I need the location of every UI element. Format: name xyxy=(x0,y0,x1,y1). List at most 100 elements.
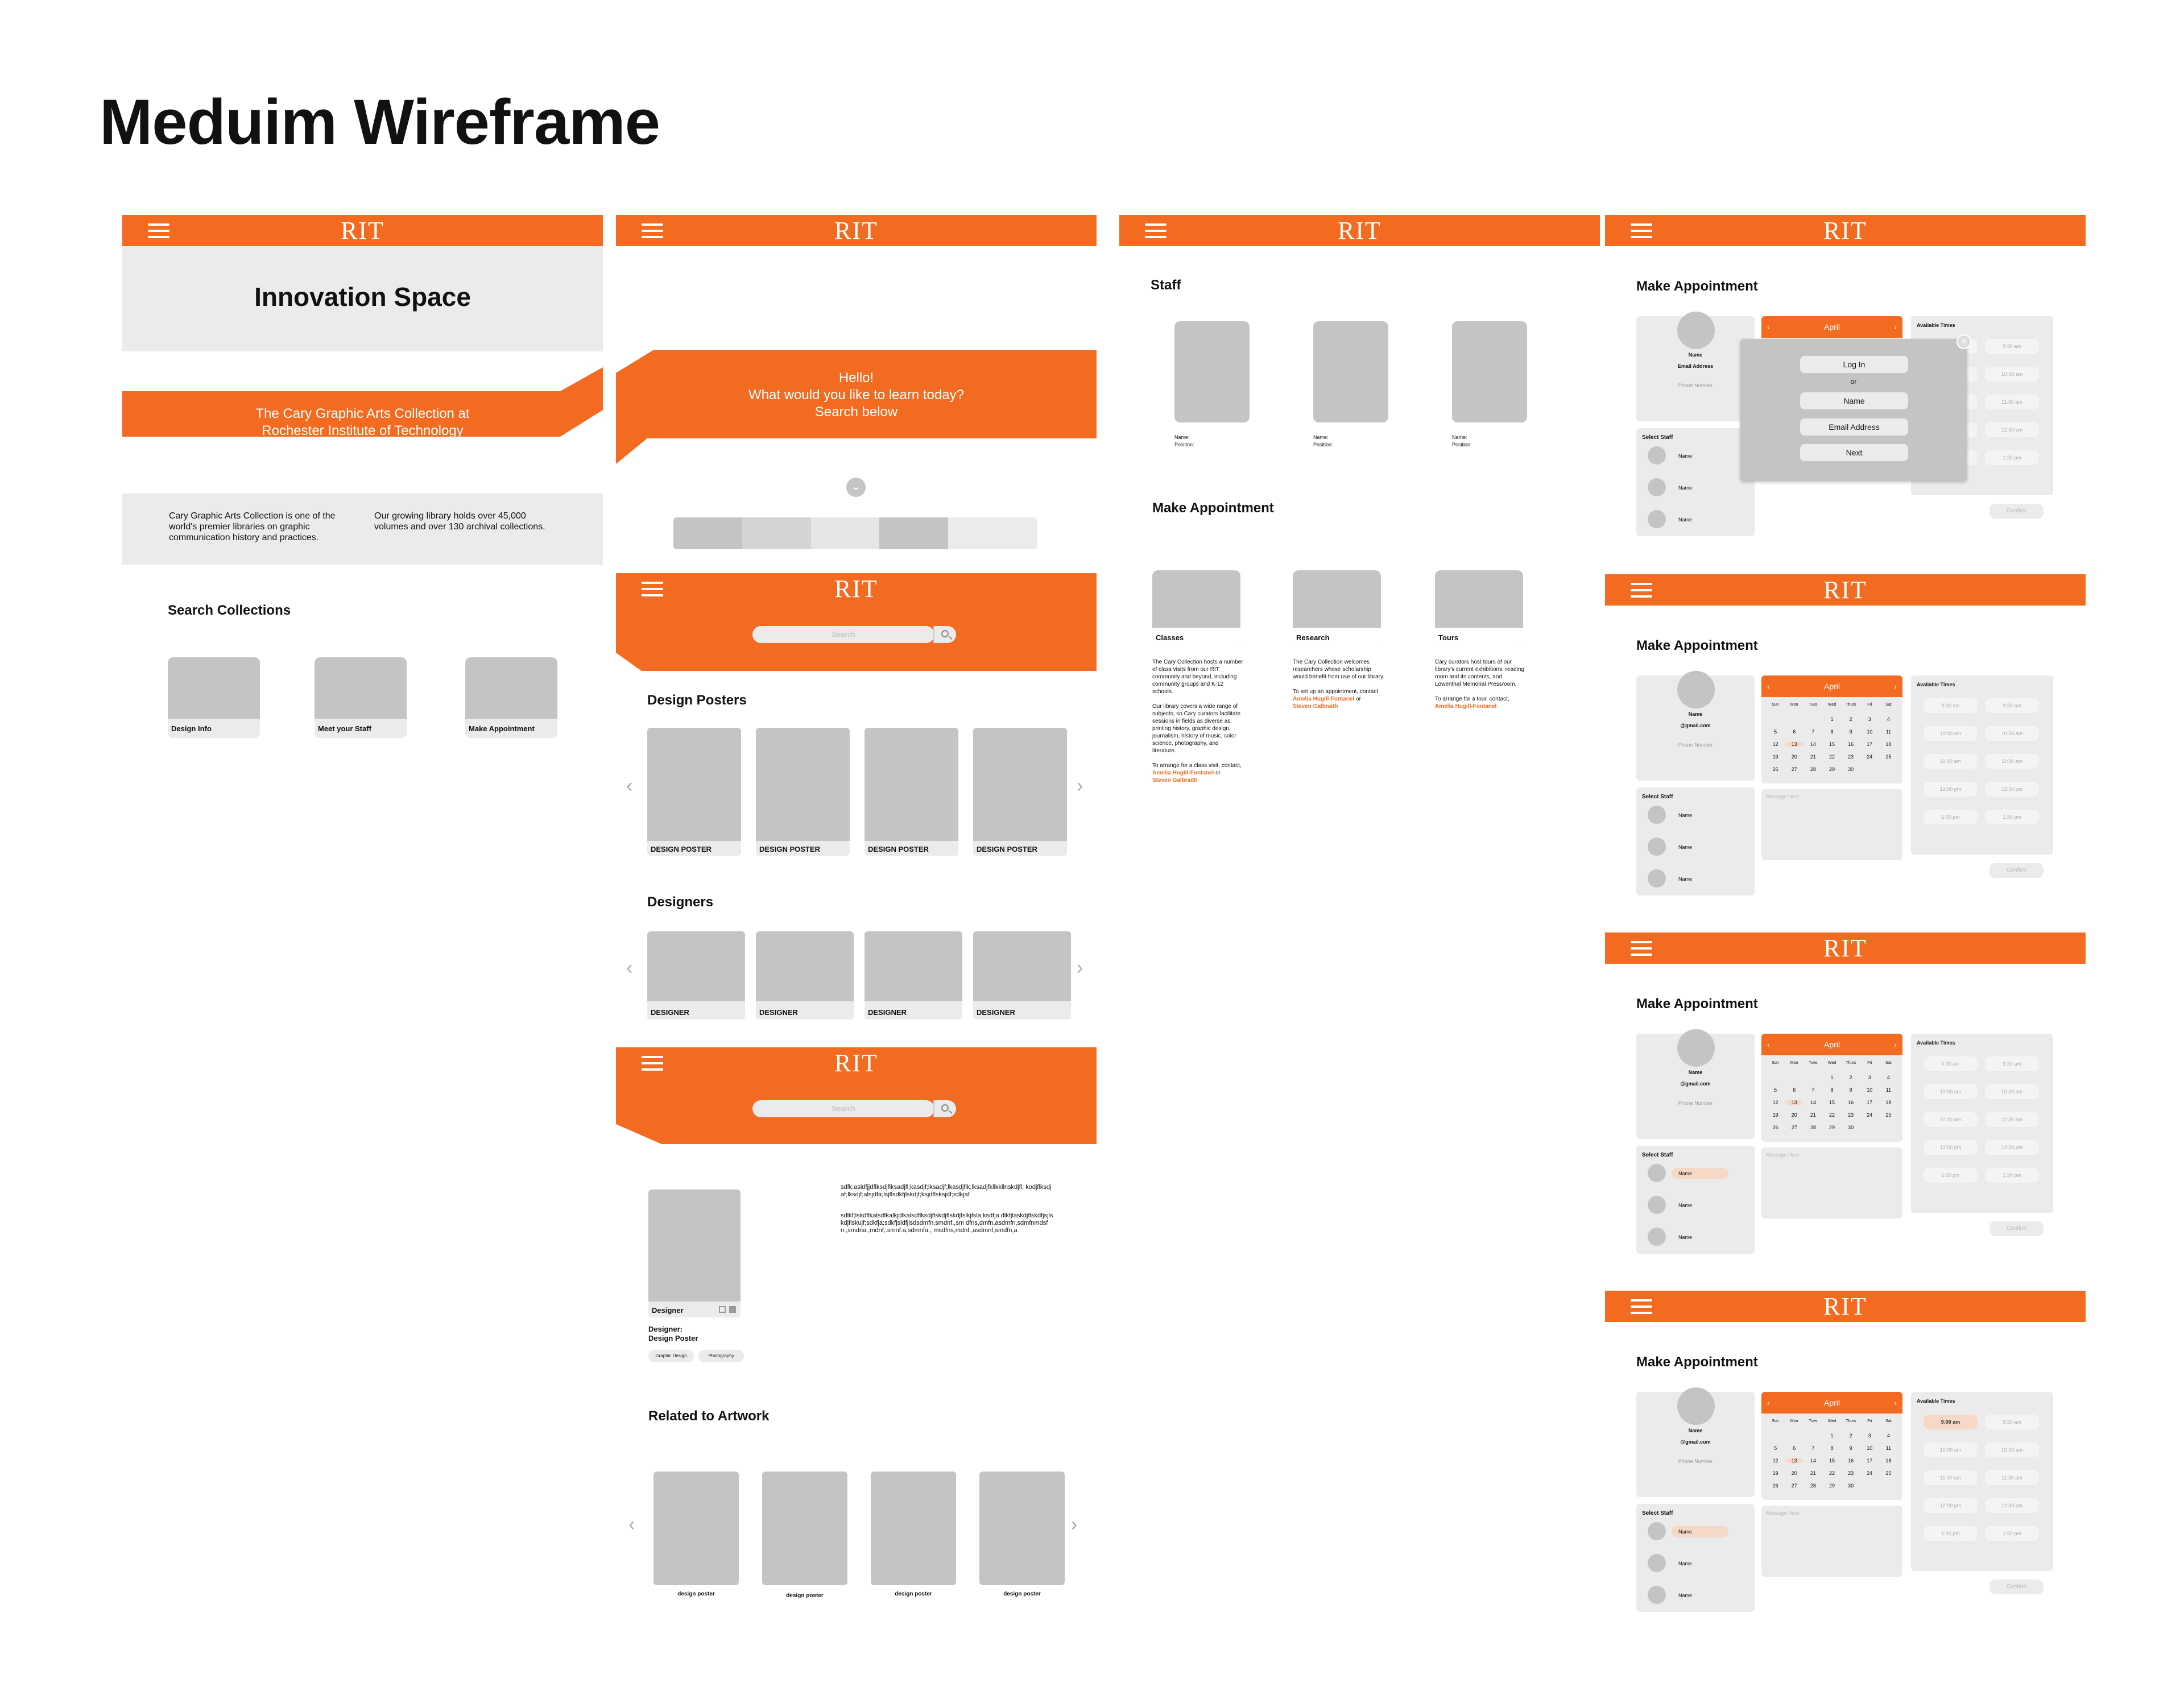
staff-avatar[interactable] xyxy=(1648,1228,1666,1246)
card-design-info[interactable]: Design Info xyxy=(168,657,260,738)
rit-logo[interactable]: RIT xyxy=(834,575,878,603)
calendar-day[interactable]: 12 xyxy=(1772,741,1778,747)
pagination-segment[interactable] xyxy=(879,517,948,549)
time-slot[interactable]: 9:30 am xyxy=(1985,339,2039,354)
next-month-button[interactable]: › xyxy=(1894,1040,1897,1049)
staff-option[interactable]: Name xyxy=(1678,1593,1693,1598)
calendar-day[interactable] xyxy=(1879,1125,1898,1130)
calendar-day[interactable]: 16 xyxy=(1848,1458,1854,1464)
confirm-button[interactable]: Confirm xyxy=(1989,863,2044,878)
time-slot[interactable]: 11:00 am xyxy=(1924,1112,1978,1127)
time-slot[interactable]: 12:00 pm xyxy=(1924,1498,1978,1513)
time-slot[interactable]: 11:00 am xyxy=(1924,754,1978,769)
calendar-day[interactable]: 23 xyxy=(1848,1112,1854,1118)
calendar-day[interactable]: 8 xyxy=(1830,1445,1834,1451)
calendar-day[interactable] xyxy=(1785,1433,1804,1439)
pagination-segment[interactable] xyxy=(673,517,742,549)
calendar-day[interactable]: 26 xyxy=(1772,1125,1778,1130)
calendar-day[interactable]: 2 xyxy=(1849,716,1852,722)
expand-icon[interactable] xyxy=(719,1306,726,1313)
calendar-day[interactable]: 28 xyxy=(1810,766,1816,772)
calendar-day[interactable]: 4 xyxy=(1887,1075,1890,1080)
calendar-day[interactable]: 27 xyxy=(1791,766,1797,772)
calendar-day[interactable]: 21 xyxy=(1810,754,1816,760)
message-field[interactable]: Message Here xyxy=(1761,789,1902,860)
search-button[interactable] xyxy=(933,626,956,643)
calendar-day[interactable]: 18 xyxy=(1885,1100,1892,1105)
calendar-day[interactable]: 3 xyxy=(1868,1075,1871,1080)
staff-avatar[interactable] xyxy=(1648,446,1666,465)
time-slot[interactable]: 10:30 am xyxy=(1985,1084,2039,1099)
calendar-day[interactable]: 23 xyxy=(1848,754,1854,760)
staff-option[interactable]: Name xyxy=(1678,844,1693,850)
calendar-day[interactable] xyxy=(1860,1125,1879,1130)
time-slot[interactable]: 12:30 pm xyxy=(1985,1498,2039,1513)
calendar-day[interactable]: 19 xyxy=(1772,1470,1778,1476)
next-month-button[interactable]: › xyxy=(1894,1398,1897,1407)
staff-option[interactable]: Name xyxy=(1672,1526,1728,1537)
calendar-day[interactable]: 19 xyxy=(1772,754,1778,760)
time-slot[interactable]: 10:00 am xyxy=(1924,1084,1978,1099)
chevron-left-icon[interactable]: ‹ xyxy=(626,775,633,797)
time-slot[interactable]: 9:30 am xyxy=(1985,698,2039,713)
calendar-day[interactable]: 17 xyxy=(1867,1100,1873,1105)
staff-option[interactable]: Name xyxy=(1678,485,1693,491)
staff-option[interactable]: Name xyxy=(1678,453,1693,459)
time-slot[interactable]: 12:00 pm xyxy=(1924,782,1978,797)
calendar-day[interactable]: 13 xyxy=(1785,1100,1804,1105)
calendar-day[interactable]: 30 xyxy=(1848,766,1854,772)
chevron-right-icon[interactable]: › xyxy=(1071,1514,1078,1535)
staff-option[interactable]: Name xyxy=(1678,876,1693,882)
calendar-day[interactable]: 10 xyxy=(1867,1087,1873,1093)
calendar-day[interactable] xyxy=(1860,1483,1879,1489)
calendar-day[interactable] xyxy=(1879,1483,1898,1489)
message-field[interactable]: Message Here xyxy=(1761,1506,1902,1577)
designer-card[interactable]: DESIGNER xyxy=(864,931,962,1019)
calendar-day[interactable]: 8 xyxy=(1830,729,1834,735)
calendar-day[interactable] xyxy=(1804,1075,1822,1080)
phone-field[interactable]: Phone Number xyxy=(1649,1097,1742,1109)
calendar-day[interactable]: 21 xyxy=(1810,1470,1816,1476)
email-field[interactable]: @gmail.com xyxy=(1680,1081,1711,1087)
time-slot[interactable]: 9:00 am xyxy=(1924,698,1978,713)
research-card[interactable]: Research xyxy=(1293,570,1381,647)
next-button[interactable]: Next xyxy=(1800,444,1908,461)
rit-logo[interactable]: RIT xyxy=(1823,576,1867,604)
time-slot[interactable]: 1:30 pm xyxy=(1985,810,2039,824)
time-slot[interactable]: 11:30 am xyxy=(1985,1470,2039,1485)
calendar-day[interactable]: 16 xyxy=(1848,1100,1854,1105)
calendar-day[interactable]: 28 xyxy=(1810,1125,1816,1130)
login-button[interactable]: Log In xyxy=(1800,356,1908,373)
time-slot[interactable]: 11:00 am xyxy=(1924,1470,1978,1485)
calendar-day[interactable]: 1 xyxy=(1830,1075,1834,1080)
calendar-day[interactable]: 12 xyxy=(1772,1458,1778,1464)
calendar-day[interactable]: 6 xyxy=(1793,729,1796,735)
rit-logo[interactable]: RIT xyxy=(1823,217,1867,244)
calendar-day[interactable]: 30 xyxy=(1848,1483,1854,1489)
calendar-day[interactable]: 14 xyxy=(1810,741,1816,747)
calendar-day[interactable]: 7 xyxy=(1811,729,1815,735)
calendar-day[interactable]: 4 xyxy=(1887,716,1890,722)
hamburger-menu-icon[interactable] xyxy=(1145,223,1167,238)
time-slot[interactable]: 12:00 pm xyxy=(1924,1140,1978,1155)
staff-photo[interactable] xyxy=(1174,321,1250,422)
calendar-day[interactable]: 11 xyxy=(1885,1087,1892,1093)
time-slot[interactable]: 10:00 am xyxy=(1924,1443,1978,1457)
calendar-day[interactable] xyxy=(1804,1433,1822,1439)
staff-option[interactable]: Name xyxy=(1678,1234,1693,1240)
designer-card[interactable]: DESIGNER xyxy=(647,931,745,1019)
save-icon[interactable] xyxy=(729,1306,736,1313)
poster-card[interactable]: DESIGN POSTER xyxy=(647,728,741,856)
calendar-day[interactable]: 22 xyxy=(1829,754,1835,760)
calendar-day[interactable]: 13 xyxy=(1785,741,1804,747)
next-month-button[interactable]: › xyxy=(1894,682,1897,691)
calendar-day[interactable]: 23 xyxy=(1848,1470,1854,1476)
confirm-button[interactable]: Confirm xyxy=(1989,1580,2044,1594)
calendar-day[interactable]: 24 xyxy=(1867,1470,1873,1476)
calendar-day[interactable]: 7 xyxy=(1811,1087,1815,1093)
calendar-day[interactable]: 20 xyxy=(1791,1470,1797,1476)
hamburger-menu-icon[interactable] xyxy=(1631,941,1652,956)
staff-avatar[interactable] xyxy=(1648,838,1666,856)
calendar-day[interactable]: 28 xyxy=(1810,1483,1816,1489)
